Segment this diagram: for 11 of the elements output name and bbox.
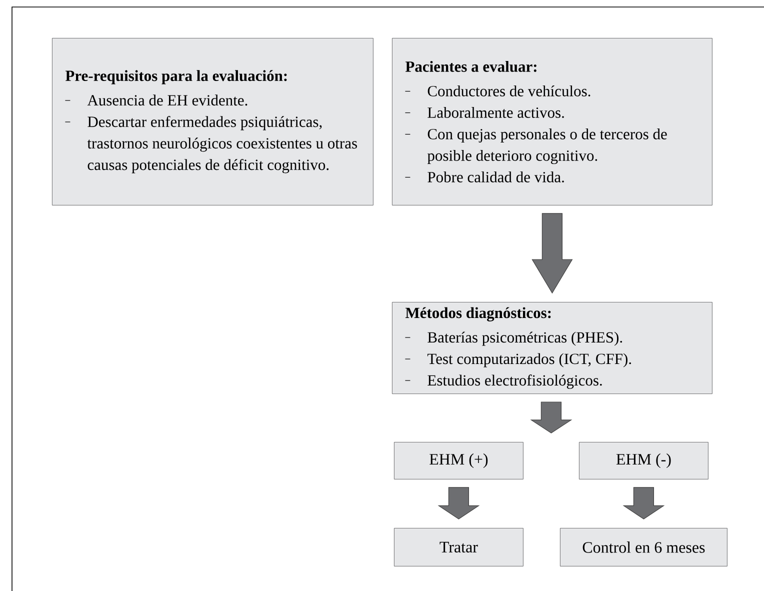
process-box: Métodos diagnósticos: Baterías psicométricas (PHES). Test computarizados (ICT, CFF). Estudios electrofisiológicos. (392, 302, 712, 394)
process-box: Pacientes a evaluar: Conductores de vehículos. Laboralmente activos. Con quejas personales o de terceros de posible deterioro cognitivo. Pobre calidad de vida. (392, 38, 712, 206)
block-arrow (532, 213, 573, 294)
block-arrow (622, 487, 665, 520)
outcome-box: EHM (-) (579, 442, 708, 480)
outcome-box: Tratar (394, 528, 524, 566)
block-arrow (530, 402, 572, 434)
outcome-box: Control en 6 meses (560, 528, 728, 566)
block-arrow (438, 487, 480, 520)
process-box: Pre-requisitos para la evaluación: Ausencia de EH evidente. Descartar enfermedades psiquiátricas, trastornos neurológicos coexistentes u otras causas potenciales de déficit cognitivo. (52, 38, 374, 206)
outcome-box: EHM (+) (394, 442, 524, 480)
